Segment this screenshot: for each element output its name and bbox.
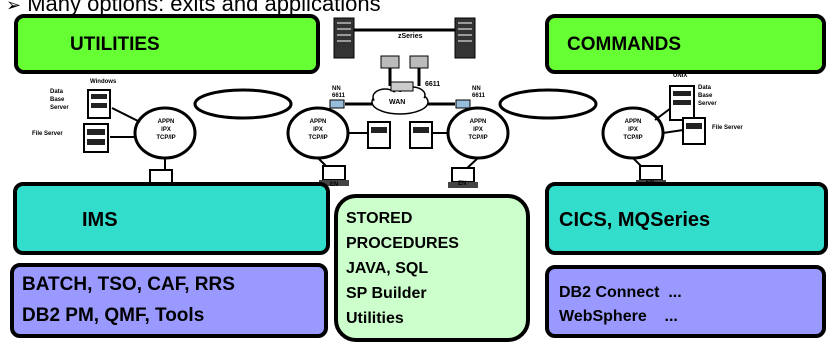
protocol-appn: APPN [624, 119, 642, 125]
batch-line-1: BATCH, TSO, CAF, RRS [22, 274, 235, 295]
unix-label: UNIX [673, 73, 688, 79]
stored-line-3: JAVA, SQL [346, 260, 429, 277]
en-label-2: EN [458, 181, 467, 187]
stored-line-1: STORED [346, 210, 413, 227]
stored-line-5: Utilities [346, 310, 404, 327]
heading: ➢ Many options: exits and applications [6, 0, 381, 17]
wan-label: WAN [389, 99, 406, 106]
commands-label: COMMANDS [567, 34, 681, 55]
nn-router-left-icon [329, 99, 345, 109]
appn-stack-1: APPN IPX TCP/IP [155, 118, 177, 142]
nn-right-label: NN 6611 [472, 86, 486, 99]
controller-icon [380, 55, 400, 69]
file-server-left-label: File Server [32, 131, 63, 137]
stored-line-2: PROCEDURES [346, 235, 459, 252]
windows-label: Windows [90, 79, 117, 85]
db-server-right-label: Data Base Server [698, 85, 717, 107]
protocol-tcpip: TCP/IP [623, 135, 643, 141]
protocol-appn: APPN [469, 119, 487, 125]
appn-stack-2: APPN IPX TCP/IP [307, 118, 329, 142]
file-server-left-icon [83, 123, 109, 153]
workstation-3-icon [448, 167, 478, 188]
protocol-ipx: IPX [473, 127, 483, 133]
nn-left-label: NN 6611 [332, 86, 346, 99]
wan-cloud-icon [371, 86, 429, 115]
controller-icon [409, 55, 429, 69]
appn-stack-4: APPN IPX TCP/IP [622, 118, 644, 142]
appn-stack-3: APPN IPX TCP/IP [467, 118, 489, 142]
protocol-appn: APPN [309, 119, 327, 125]
heading-text: Many options: exits and applications [27, 0, 381, 16]
file-server-right-icon [682, 117, 706, 145]
utilities-label: UTILITIES [70, 34, 160, 55]
db2-line-1: DB2 Connect ... [559, 284, 682, 301]
batch-box: BATCH, TSO, CAF, RRS DB2 PM, QMF, Tools [10, 263, 328, 338]
server-mid-right-icon [409, 121, 433, 149]
db-server-left-icon [87, 89, 111, 119]
cics-box: CICS, MQSeries [545, 182, 828, 255]
arrow-bullet-icon: ➢ [6, 0, 22, 15]
stored-procedures-box: STORED PROCEDURES JAVA, SQL SP Builder U… [334, 194, 530, 342]
db2-line-2: WebSphere ... [559, 308, 678, 325]
ring-left [193, 88, 293, 120]
db-server-right-icon [669, 85, 695, 121]
server-mid-left-icon [367, 121, 391, 149]
batch-line-2: DB2 PM, QMF, Tools [22, 305, 205, 326]
stored-line-4: SP Builder [346, 285, 427, 302]
db2-connect-box: DB2 Connect ... WebSphere ... [545, 265, 826, 338]
protocol-tcpip: TCP/IP [156, 135, 176, 141]
protocol-ipx: IPX [161, 127, 171, 133]
controller-label: 6611 [425, 81, 441, 88]
protocol-tcpip: TCP/IP [468, 135, 488, 141]
ims-box: IMS [13, 182, 330, 255]
utilities-box: UTILITIES [14, 14, 320, 74]
protocol-ipx: IPX [313, 127, 323, 133]
file-server-right-label: File Server [712, 125, 743, 131]
workstation-2-icon [319, 165, 349, 186]
mainframe-label: zSeries [398, 33, 423, 40]
commands-box: COMMANDS [545, 14, 826, 74]
cics-label: CICS, MQSeries [559, 209, 711, 231]
ims-label: IMS [82, 209, 118, 231]
protocol-appn: APPN [157, 119, 175, 125]
nn-router-right-icon [455, 99, 471, 109]
protocol-ipx: IPX [628, 127, 638, 133]
db-server-left-label: Data Base Server [50, 89, 69, 111]
router-icon [390, 81, 414, 92]
protocol-tcpip: TCP/IP [308, 135, 328, 141]
en-label-1: EN [330, 182, 339, 188]
ring-right [498, 88, 598, 120]
